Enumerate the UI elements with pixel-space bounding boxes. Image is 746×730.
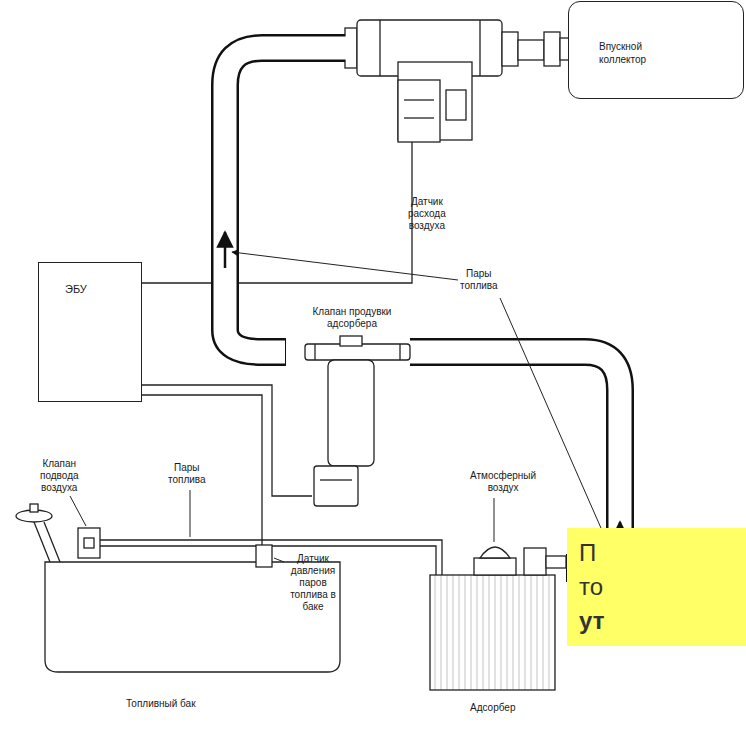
- canister: [430, 547, 566, 690]
- part-label: Датчик расхода воздуха: [408, 196, 446, 232]
- housing-rib: [479, 20, 480, 76]
- leader-lines: [70, 252, 608, 562]
- vent-base: [474, 558, 516, 575]
- valve-connector: [314, 466, 358, 506]
- canister-body: [430, 575, 555, 690]
- hoses: [225, 48, 620, 568]
- part-label: Атмосферный воздух: [470, 470, 536, 494]
- connector-slot: [404, 99, 434, 100]
- ecu-box: ЭБУ: [38, 262, 142, 402]
- part-label: Датчик давления паров топлива в баке: [287, 553, 339, 613]
- leader-line: [190, 490, 191, 537]
- leader-line: [274, 558, 284, 562]
- part-label: Топливный бак: [126, 698, 196, 710]
- part-label: Клапан продувки адсорбера: [296, 306, 408, 330]
- flange: [502, 32, 518, 66]
- purge-valve-wire: [142, 385, 312, 496]
- coupling: [518, 40, 544, 60]
- fuel-tank: [16, 504, 442, 672]
- vent-cap: [480, 547, 510, 558]
- connector-slot: [404, 117, 434, 118]
- maf-sensor: [345, 20, 570, 142]
- tank-body: [45, 562, 340, 672]
- box-text: ЭБУ: [65, 283, 131, 296]
- flow-arrow: [224, 232, 227, 268]
- leader-line: [70, 496, 86, 526]
- vapour-pipe: [100, 540, 442, 575]
- valve-body: [328, 360, 374, 466]
- valve-cap: [340, 336, 362, 346]
- maf-wire: [142, 142, 412, 283]
- air-inlet-valve: [78, 528, 100, 558]
- housing-rib: [379, 20, 380, 76]
- pressure-sensor-wire: [142, 395, 262, 545]
- part-label: Адсорбер: [470, 702, 515, 714]
- leader-line: [500, 298, 608, 544]
- purge-fitting: [524, 548, 546, 575]
- note-box: П тоут: [567, 528, 746, 646]
- leader-line: [232, 252, 458, 280]
- leader-line: [494, 498, 495, 542]
- filler-neck: [34, 522, 60, 562]
- box-text: ут: [579, 604, 738, 638]
- box-text: П то: [579, 536, 603, 604]
- sensor-connector: [398, 80, 440, 142]
- part-label: Пары топлива: [460, 268, 498, 292]
- pressure-sensor: [256, 545, 272, 567]
- flange: [544, 32, 560, 66]
- sensor-element: [446, 90, 466, 120]
- part-label: Пары топлива: [168, 462, 206, 486]
- flange: [345, 28, 357, 68]
- box-text: Впускной коллектор: [599, 40, 679, 66]
- intake-manifold-box: Впускной коллектор: [568, 1, 744, 99]
- purge-valve: [305, 336, 410, 506]
- part-label: Клапан подвода воздуха: [40, 458, 79, 494]
